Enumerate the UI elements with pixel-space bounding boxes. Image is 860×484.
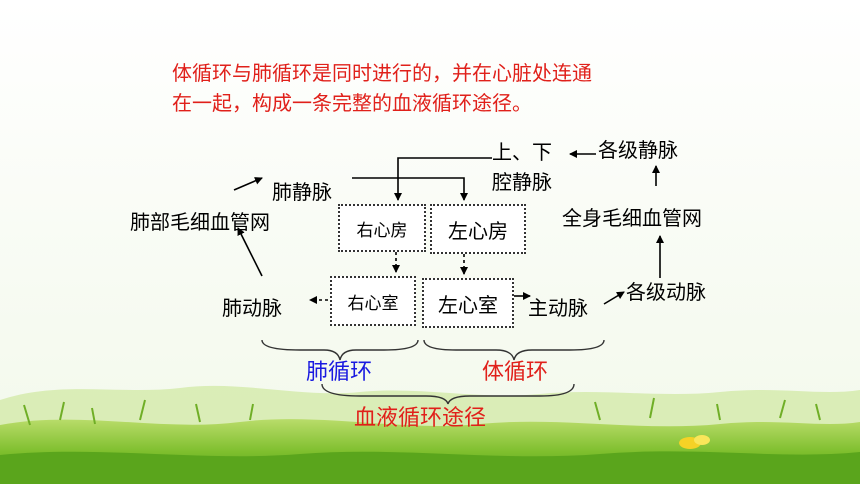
node-pulmonary-artery: 肺动脉 (222, 296, 282, 320)
node-veins-all: 各级静脉 (598, 138, 678, 162)
intro-line-2: 在一起，构成一条完整的血液循环途径。 (172, 91, 532, 115)
node-vena-cava: 腔静脉 (492, 170, 552, 194)
label-systemic-circulation: 体循环 (482, 360, 549, 385)
node-upper-lower: 上、下 (492, 140, 552, 164)
box-left-atrium: 左心房 (430, 204, 526, 254)
node-lung-capillaries: 肺部毛细血管网 (130, 210, 270, 234)
label-blood-circulation-path: 血液循环途径 (354, 406, 487, 431)
box-right-atrium: 右心房 (338, 204, 426, 252)
right-atrium-label: 右心房 (356, 220, 408, 241)
node-aorta: 主动脉 (528, 296, 588, 320)
arrow-pulmonary-artery-to-capillaries (237, 227, 263, 277)
right-ventricle-label: 右心室 (347, 293, 399, 314)
arrow-capillaries-to-pulmonary-vein (233, 177, 263, 191)
brace-pulmonary-circulation (261, 339, 419, 361)
left-atrium-label: 左心房 (448, 218, 508, 243)
intro-line-1: 体循环与肺循环是同时进行的，并在心脏处连通 (172, 61, 592, 85)
arrow-aorta-to-arteries (603, 291, 625, 305)
node-arteries-all: 各级动脉 (626, 280, 706, 304)
brace-blood-circulation-path (321, 383, 575, 405)
node-pulmonary-vein: 肺静脉 (272, 180, 332, 204)
brace-systemic-circulation (423, 339, 605, 361)
box-right-ventricle: 右心室 (330, 276, 416, 326)
arrow-vena-cava-to-right-atrium (394, 157, 492, 201)
arrow-pulmonary-vein-to-left-atrium (352, 177, 468, 201)
node-body-capillaries: 全身毛细血管网 (562, 206, 702, 230)
left-ventricle-label: 左心室 (438, 292, 498, 317)
intro-text: 体循环与肺循环是同时进行的，并在心脏处连通 在一起，构成一条完整的血液循环途径。 (172, 58, 732, 118)
label-pulmonary-circulation: 肺循环 (306, 360, 373, 385)
box-left-ventricle: 左心室 (422, 278, 514, 328)
